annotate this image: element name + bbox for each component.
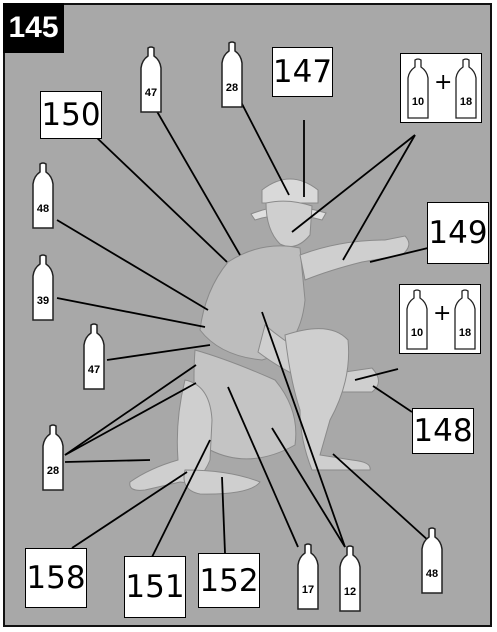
ref-box-150: 150 — [40, 91, 102, 139]
paint-bottle-icon: 39 — [30, 254, 56, 322]
paint-number: 17 — [295, 584, 321, 596]
paint-number: 47 — [81, 364, 107, 376]
paint-mix-box: 10 + 18 — [400, 53, 482, 123]
ref-box-147: 147 — [272, 47, 333, 97]
paint-bottle-icon: 10 — [404, 289, 430, 351]
ref-box-158: 158 — [25, 548, 87, 608]
ref-box-149: 149 — [427, 202, 489, 264]
paint-bottle-icon: 28 — [40, 424, 66, 492]
paint-bottle-icon: 47 — [138, 46, 164, 114]
paint-number: 47 — [138, 87, 164, 99]
paint-bottle-icon: 48 — [419, 527, 445, 595]
paint-bottle-icon: 10 — [405, 58, 431, 120]
paint-number: 48 — [419, 568, 445, 580]
mix-plus-sign: + — [433, 301, 449, 326]
mix-plus-sign: + — [434, 70, 450, 95]
paint-bottle-icon: 18 — [452, 289, 478, 351]
paint-bottle-icon: 12 — [337, 545, 363, 613]
paint-number: 28 — [219, 82, 245, 94]
paint-number: 18 — [452, 327, 478, 339]
paint-bottle-icon: 47 — [81, 323, 107, 391]
ref-box-152: 152 — [198, 553, 260, 608]
paint-number: 10 — [404, 327, 430, 339]
paint-number: 12 — [337, 586, 363, 598]
paint-number: 10 — [405, 96, 431, 108]
paint-number: 39 — [30, 295, 56, 307]
page-number: 145 — [3, 3, 64, 53]
paint-bottle-icon: 28 — [219, 41, 245, 109]
paint-number: 28 — [40, 465, 66, 477]
paint-bottle-icon: 48 — [30, 162, 56, 230]
paint-number: 48 — [30, 203, 56, 215]
ref-box-148: 148 — [412, 408, 474, 454]
ref-box-151: 151 — [124, 556, 186, 618]
paint-number: 18 — [453, 96, 479, 108]
paint-bottle-icon: 18 — [453, 58, 479, 120]
paint-bottle-icon: 17 — [295, 543, 321, 611]
paint-mix-box: 10 + 18 — [399, 284, 481, 354]
